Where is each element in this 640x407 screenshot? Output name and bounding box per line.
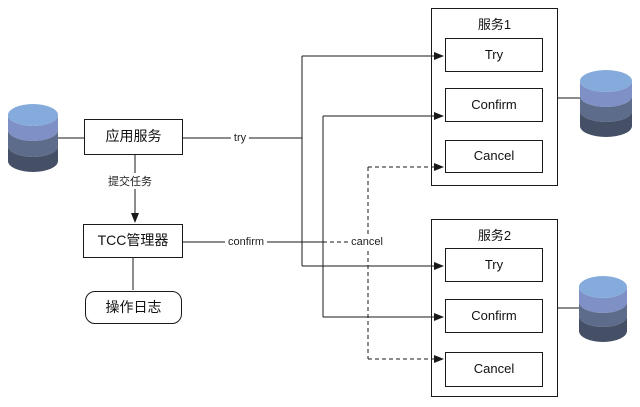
service1-confirm-node: Confirm (445, 88, 543, 122)
database-left-icon (8, 104, 58, 172)
edge-label-confirm: confirm (224, 236, 268, 248)
edge-label-cancel: cancel (348, 236, 386, 248)
service2-group: 服务2 (431, 219, 558, 397)
service1-group: 服务1 (431, 8, 558, 186)
app-service-node: 应用服务 (84, 119, 183, 155)
edge-label-try: try (230, 132, 250, 144)
database-service1-icon (580, 70, 632, 137)
service1-cancel-node: Cancel (445, 140, 543, 173)
service1-title: 服务1 (477, 17, 512, 32)
tcc-manager-node: TCC管理器 (83, 224, 183, 258)
edge-label-submit-task: 提交任务 (105, 173, 155, 189)
service1-try-node: Try (445, 38, 543, 72)
service2-title: 服务2 (477, 228, 512, 243)
operation-log-node: 操作日志 (85, 291, 182, 324)
service2-confirm-node: Confirm (445, 299, 543, 333)
database-service2-icon (579, 276, 627, 342)
service2-cancel-node: Cancel (445, 352, 543, 387)
service2-try-node: Try (445, 248, 543, 282)
